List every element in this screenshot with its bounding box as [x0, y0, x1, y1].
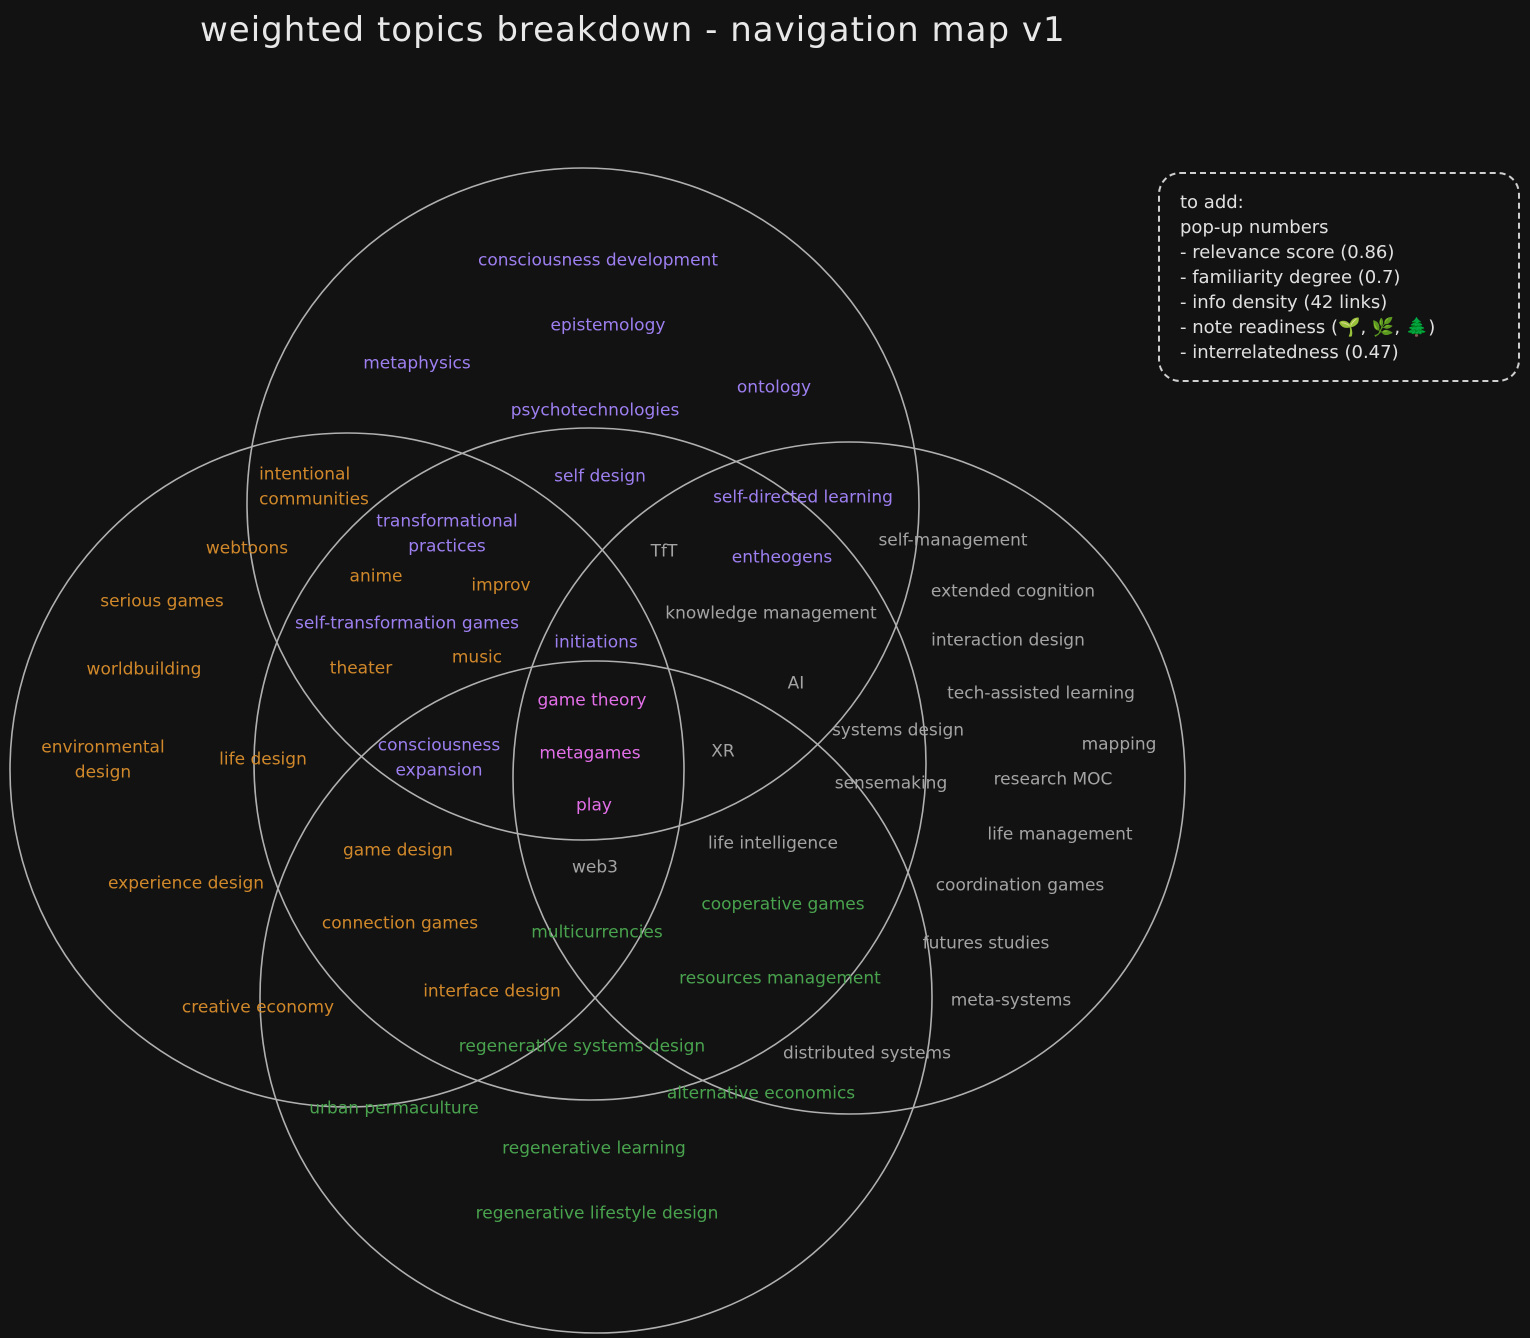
- topic-play[interactable]: play: [576, 795, 612, 816]
- topic-regenerative-learning[interactable]: regenerative learning: [502, 1138, 686, 1159]
- topic-web3[interactable]: web3: [572, 857, 618, 878]
- topic-resources-management[interactable]: resources management: [679, 968, 881, 989]
- topic-interface-design[interactable]: interface design: [423, 981, 561, 1002]
- circle-regenerative: [259, 660, 933, 1334]
- topic-research-moc[interactable]: research MOC: [993, 769, 1113, 790]
- topic-psychotechnologies[interactable]: psychotechnologies: [510, 400, 680, 421]
- topic-experience-design[interactable]: experience design: [107, 873, 265, 894]
- evergreen-tree-icon: 🌲: [1405, 317, 1429, 338]
- topic-systems-design[interactable]: systems design: [831, 720, 965, 741]
- topic-metagames[interactable]: metagames: [539, 743, 641, 764]
- topic-anime[interactable]: anime: [349, 566, 403, 587]
- topic-life-management[interactable]: life management: [987, 824, 1133, 845]
- page-title: weighted topics breakdown - navigation m…: [200, 10, 1066, 50]
- topic-regenerative-systems-design[interactable]: regenerative systems design: [458, 1036, 706, 1057]
- note-line: pop-up numbers: [1180, 217, 1329, 238]
- topic-music[interactable]: music: [451, 647, 503, 668]
- note-line: - info density (42 links): [1180, 292, 1388, 313]
- topic-self-management[interactable]: self-management: [878, 530, 1028, 551]
- topic-cooperative-games[interactable]: cooperative games: [701, 894, 865, 915]
- topic-initiations[interactable]: initiations: [554, 632, 638, 653]
- topic-creative-economy[interactable]: creative economy: [181, 997, 335, 1018]
- topic-serious-games[interactable]: serious games: [100, 591, 224, 612]
- note-readiness-line: - note readiness (🌱, 🌿, 🌲): [1180, 317, 1436, 338]
- topic-environmental-design[interactable]: environmental design: [41, 737, 165, 782]
- circle-systems: [512, 441, 1186, 1115]
- topic-ai[interactable]: AI: [787, 673, 805, 694]
- topic-distributed-systems[interactable]: distributed systems: [783, 1043, 951, 1064]
- note-line: - familiarity degree (0.7): [1180, 267, 1401, 288]
- topic-sensemaking[interactable]: sensemaking: [834, 773, 948, 794]
- topic-self-directed-learning[interactable]: self-directed learning: [713, 487, 893, 508]
- circle-creative: [9, 432, 685, 1108]
- herb-icon: 🌿: [1371, 317, 1395, 338]
- topic-tech-assisted-learning[interactable]: tech-assisted learning: [947, 683, 1135, 704]
- topic-alternative-economics[interactable]: alternative economics: [666, 1083, 856, 1104]
- note-readiness-suffix: ): [1428, 317, 1436, 338]
- topic-urban-permaculture[interactable]: urban permaculture: [309, 1098, 479, 1119]
- topic-epistemology[interactable]: epistemology: [550, 315, 666, 336]
- topic-ontology[interactable]: ontology: [736, 377, 812, 398]
- topic-consciousness-development[interactable]: consciousness development: [478, 250, 718, 271]
- topic-connection-games[interactable]: connection games: [321, 913, 479, 934]
- note-line: - relevance score (0.86): [1180, 242, 1395, 263]
- note-heading: to add:: [1180, 192, 1244, 213]
- note-readiness-prefix: - note readiness (: [1180, 317, 1339, 338]
- topic-coordination-games[interactable]: coordination games: [935, 875, 1105, 896]
- topic-mapping[interactable]: mapping: [1081, 734, 1157, 755]
- topic-knowledge-management[interactable]: knowledge management: [665, 603, 877, 624]
- circle-transformation: [253, 427, 927, 1101]
- topic-improv[interactable]: improv: [471, 575, 531, 596]
- topic-theater[interactable]: theater: [329, 658, 393, 679]
- topic-transformational-practices[interactable]: transformational practices: [376, 511, 518, 556]
- circle-consciousness: [246, 167, 920, 841]
- topic-life-design[interactable]: life design: [219, 749, 307, 770]
- note-line: - interrelatedness (0.47): [1180, 342, 1399, 363]
- topic-tft[interactable]: TfT: [650, 541, 678, 562]
- topic-futures-studies[interactable]: futures studies: [922, 933, 1050, 954]
- topic-worldbuilding[interactable]: worldbuilding: [86, 659, 202, 680]
- topic-self-design[interactable]: self design: [554, 466, 646, 487]
- topic-game-design[interactable]: game design: [342, 840, 454, 861]
- topic-self-transformation-games[interactable]: self-transformation games: [294, 613, 520, 634]
- topic-extended-cognition[interactable]: extended cognition: [930, 581, 1096, 602]
- topic-multicurrencies[interactable]: multicurrencies: [531, 922, 663, 943]
- topic-meta-systems[interactable]: meta-systems: [950, 990, 1072, 1011]
- to-add-note: to add: pop-up numbers - relevance score…: [1158, 172, 1520, 382]
- topic-metaphysics[interactable]: metaphysics: [363, 353, 471, 374]
- seedling-icon: 🌱: [1338, 317, 1361, 338]
- topic-xr[interactable]: XR: [711, 741, 735, 762]
- topic-entheogens[interactable]: entheogens: [731, 547, 833, 568]
- topic-interaction-design[interactable]: interaction design: [931, 630, 1085, 651]
- topic-consciousness-expansion[interactable]: consciousness expansion: [377, 735, 501, 780]
- topic-game-theory[interactable]: game theory: [537, 690, 647, 711]
- topic-life-intelligence[interactable]: life intelligence: [708, 833, 838, 854]
- topic-webtoons[interactable]: webtoons: [205, 538, 289, 559]
- topic-intentional-communities[interactable]: intentional communities: [259, 464, 369, 509]
- topic-regenerative-lifestyle-design[interactable]: regenerative lifestyle design: [475, 1203, 719, 1224]
